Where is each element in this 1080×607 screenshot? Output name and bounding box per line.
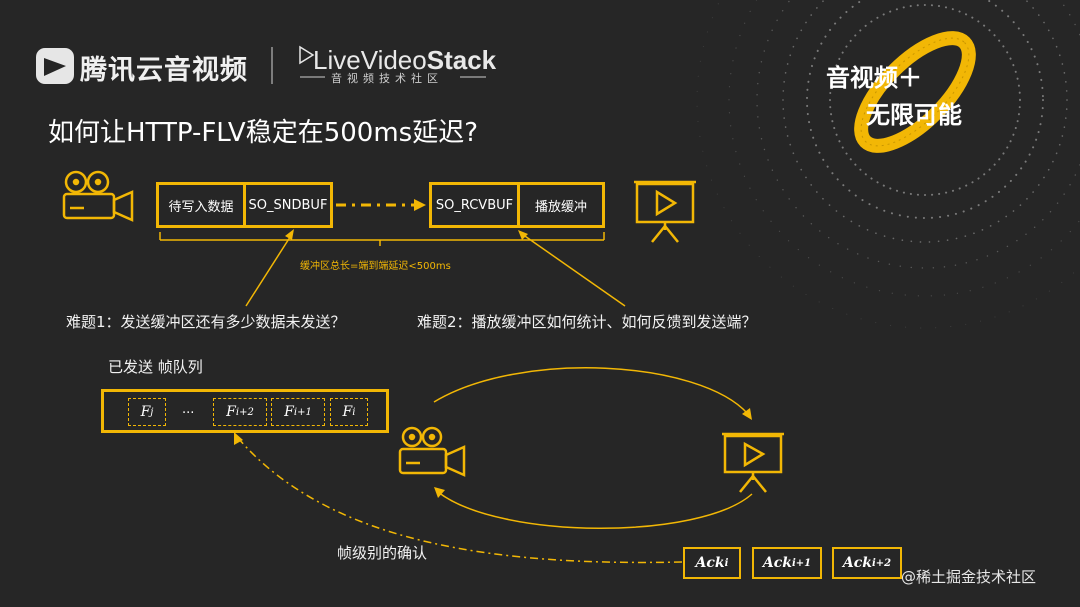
sender-buffer: 待写入数据 SO_SNDBUF: [156, 182, 333, 228]
span-label: 缓冲区总长=端到端延迟<500ms: [300, 261, 451, 272]
question-1: 难题1：发送缓冲区还有多少数据未发送？: [66, 313, 346, 331]
sender-pending-cell: 待写入数据: [168, 199, 234, 215]
receiver-divider: [517, 185, 520, 225]
dotted-rings-decoration: [696, 0, 1080, 329]
camera-icon: [62, 170, 134, 222]
camera-icon-bottom: [398, 426, 466, 477]
badge-line2: 无限可能: [866, 101, 962, 129]
send-arrow: [336, 199, 426, 211]
lvs-subtitle: 音视频技术社区: [331, 72, 443, 85]
presentation-screen-icon-bottom: [722, 432, 784, 493]
badge-line1: 音视频＋: [826, 64, 922, 92]
ring-badge-icon: [854, 31, 976, 153]
livevideostack-logo: LiveVideoStack: [313, 45, 496, 76]
sender-divider: [243, 185, 246, 225]
receiver-buffer: SO_RCVBUF 播放缓冲: [429, 182, 605, 228]
question-2: 难题2：播放缓冲区如何统计、如何反馈到发送端？: [417, 313, 757, 331]
ack-label: 帧级别的确认: [337, 544, 428, 562]
ack-arrow: [234, 432, 683, 564]
lvs-stack: Stack: [426, 45, 497, 75]
rcvbuf-cell: SO_RCVBUF: [435, 197, 514, 213]
watermark: @稀土掘金技术社区: [901, 568, 1037, 586]
question1-pointer: [245, 229, 294, 307]
question2-pointer: [518, 230, 626, 307]
brand-name: 腾讯云音视频: [80, 55, 248, 86]
lvs-video: Video: [360, 45, 427, 75]
feedback-arc: [434, 487, 753, 529]
presentation-screen-icon: [634, 180, 696, 243]
lvs-live: Live: [313, 45, 361, 75]
lvs-play-icon: [299, 45, 315, 65]
play-buffer-cell: 播放缓冲: [534, 199, 587, 215]
frame-ellipsis: ...: [182, 402, 195, 417]
slide-title: 如何让HTTP-FLV稳定在500ms延迟?: [48, 118, 479, 148]
send-arc: [433, 367, 752, 420]
sndbuf-cell: SO_SNDBUF: [248, 197, 328, 213]
tencent-cloud-logo-icon: [36, 48, 74, 84]
queue-label: 已发送 帧队列: [108, 358, 203, 376]
